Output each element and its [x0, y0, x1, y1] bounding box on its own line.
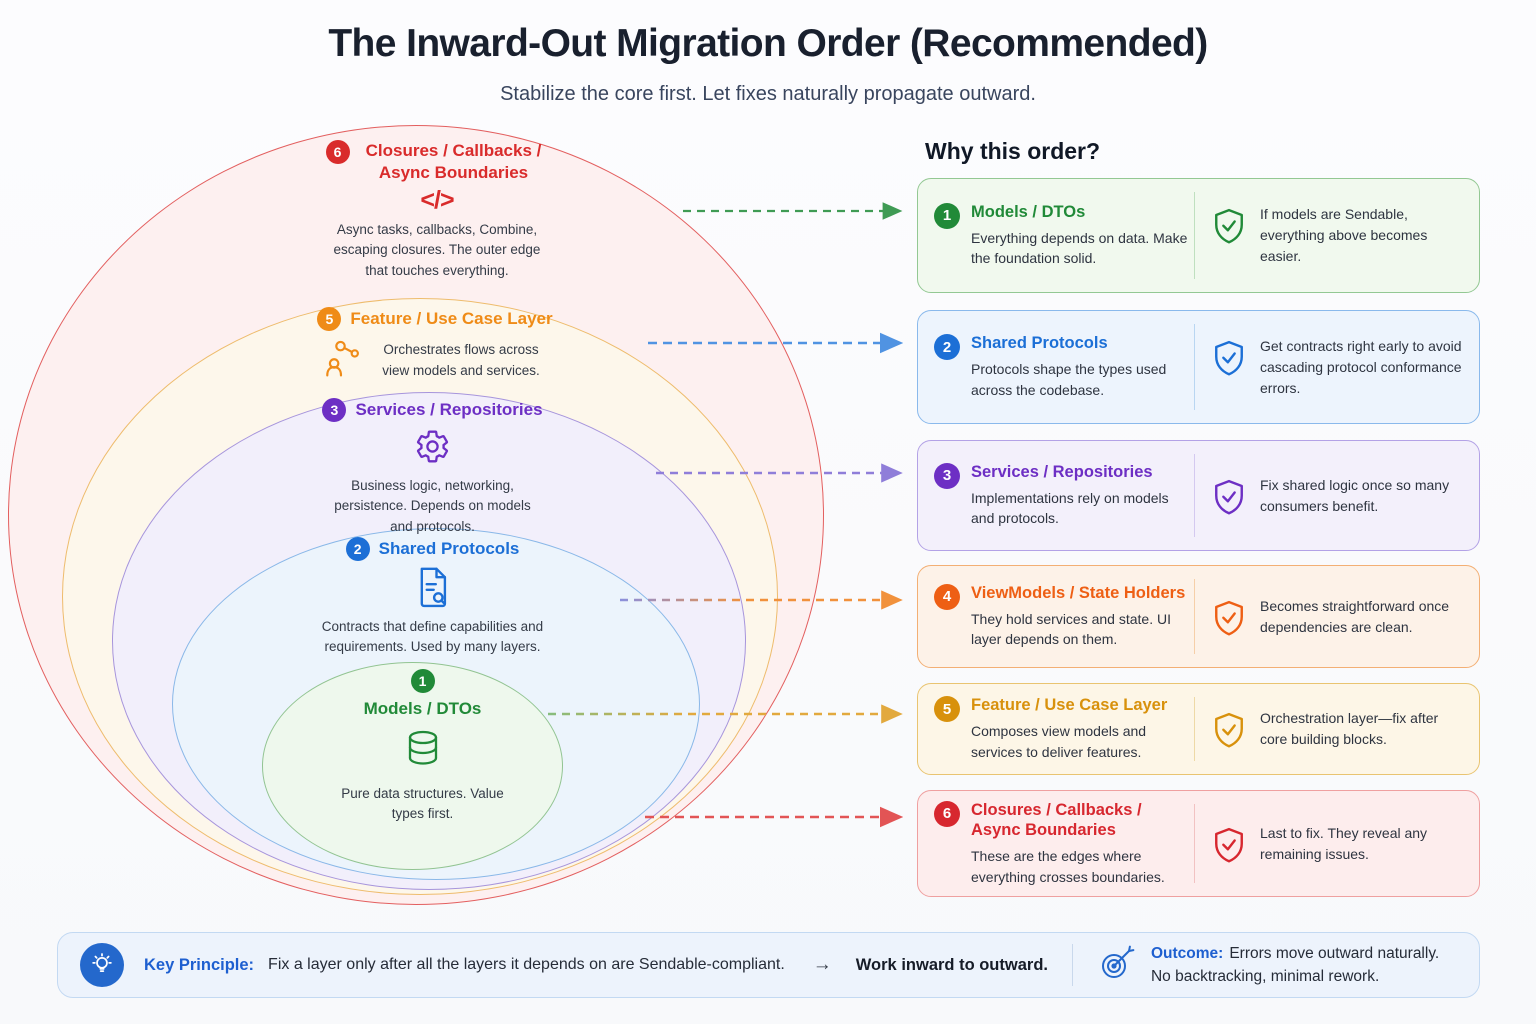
- ring-label-protocols: 2 Shared Protocols Contracts that define…: [305, 537, 560, 658]
- card-benefit: Becomes straightforward once dependencie…: [1260, 597, 1450, 635]
- step-badge: 6: [934, 800, 960, 827]
- card-title: ViewModels / State Holders: [971, 583, 1186, 602]
- page-subtitle: Stabilize the core first. Let fixes natu…: [500, 83, 1036, 105]
- step-badge-1: 1: [410, 669, 435, 693]
- ring-desc: Contracts that define capabilities and r…: [321, 619, 544, 655]
- key-principle-emphasis: Work inward to outward.: [855, 955, 1048, 974]
- step-badge-3: 3: [322, 398, 347, 422]
- ring-desc: Business logic, networking, persistence.…: [334, 478, 531, 534]
- step-badge: 3: [934, 462, 960, 489]
- card-title: Services / Repositories: [971, 462, 1153, 481]
- card-benefit: Last to fix. They reveal any remaining i…: [1260, 824, 1428, 862]
- card-divider: [1194, 579, 1195, 654]
- why-card-protocols: 2 Shared Protocols Protocols shape the t…: [917, 310, 1480, 424]
- card-benefit: If models are Sendable, everything above…: [1260, 206, 1428, 264]
- shield-check-icon: [1215, 827, 1243, 862]
- ring-label-services: 3 Services / Repositories Business logic…: [290, 398, 575, 537]
- right-arrow-glyph: →: [812, 954, 832, 975]
- card-desc: These are the edges where everything cro…: [971, 847, 1165, 885]
- database-icon: [401, 729, 445, 774]
- step-badge: 2: [934, 334, 960, 361]
- shield-check-icon: [1215, 208, 1243, 244]
- ring-label-closures: 6 Closures / Callbacks / Async Boundarie…: [277, 140, 597, 281]
- card-divider: [1194, 804, 1195, 883]
- card-title: Closures / Callbacks / Async Boundaries: [971, 800, 1142, 840]
- step-badge: 4: [934, 583, 960, 610]
- ring-title: Closures / Callbacks / Async Boundaries: [365, 141, 542, 183]
- ring-title: Shared Protocols: [378, 538, 520, 558]
- target-icon: [1097, 943, 1137, 988]
- card-title: Shared Protocols: [971, 334, 1108, 353]
- gear-icon: [414, 428, 451, 470]
- card-benefit: Fix shared logic once so many consumers …: [1260, 476, 1450, 514]
- card-benefit: Get contracts right early to avoid casca…: [1260, 337, 1462, 396]
- lightbulb-icon: [80, 943, 124, 987]
- card-divider: [1194, 324, 1195, 410]
- shield-check-icon: [1215, 479, 1243, 514]
- ring-title: Feature / Use Case Layer: [350, 308, 553, 328]
- shield-check-icon: [1215, 340, 1243, 375]
- why-card-services: 3 Services / Repositories Implementation…: [917, 440, 1480, 551]
- ring-label-feature: 5 Feature / Use Case Layer Orchestrates …: [280, 307, 590, 383]
- footer-divider: [1071, 944, 1073, 986]
- step-badge: 5: [934, 696, 960, 723]
- step-badge-2: 2: [345, 537, 370, 561]
- card-desc: Composes view models and services to del…: [971, 723, 1147, 760]
- outcome-text-1: Errors move outward naturally.: [1229, 944, 1440, 962]
- outcome-text-2: No backtracking, minimal rework.: [1150, 968, 1380, 985]
- card-desc: Protocols shape the types used across th…: [971, 361, 1167, 398]
- step-badge-5: 5: [317, 307, 342, 331]
- ring-desc: Async tasks, callbacks, Combine, escapin…: [333, 222, 541, 278]
- why-card-closures: 6 Closures / Callbacks / Async Boundarie…: [917, 790, 1480, 897]
- shield-check-icon: [1215, 600, 1243, 635]
- ring-title: Services / Repositories: [355, 399, 543, 419]
- step-badge: 1: [934, 202, 960, 229]
- document-icon: [414, 566, 452, 613]
- card-title: Feature / Use Case Layer: [971, 696, 1168, 715]
- key-principle-label: Key Principle:: [144, 955, 255, 974]
- key-principle-text: Fix a layer only after all the layers it…: [268, 956, 785, 973]
- outcome-label: Outcome:: [1150, 944, 1224, 962]
- ring-desc: Pure data structures. Value types first.: [341, 786, 504, 822]
- card-divider: [1194, 192, 1195, 279]
- why-card-viewmodels: 4 ViewModels / State Holders They hold s…: [917, 565, 1480, 668]
- card-divider: [1194, 454, 1195, 537]
- why-card-feature: 5 Feature / Use Case Layer Composes view…: [917, 683, 1480, 775]
- key-principle-bar: Key Principle: Fix a layer only after al…: [57, 932, 1480, 998]
- people-flow-icon: [325, 338, 367, 383]
- card-benefit: Orchestration layer—fix after core build…: [1260, 710, 1439, 747]
- ring-models: [262, 662, 563, 870]
- ring-title: Models / DTOs: [363, 699, 482, 718]
- card-divider: [1194, 697, 1195, 761]
- ring-desc: Orchestrates flows across view models an…: [382, 342, 540, 378]
- shield-check-icon: [1215, 712, 1243, 748]
- card-desc: They hold services and state. UI layer d…: [971, 610, 1171, 648]
- panel-heading: Why this order?: [925, 138, 1101, 164]
- card-title: Models / DTOs: [971, 202, 1086, 221]
- card-desc: Implementations rely on models and proto…: [971, 489, 1169, 527]
- ring-label-models: 1 Models / DTOs Pure data structures. Va…: [330, 669, 515, 825]
- step-badge-6: 6: [325, 140, 350, 164]
- why-card-models: 1 Models / DTOs Everything depends on da…: [917, 178, 1480, 293]
- page-title: The Inward-Out Migration Order (Recommen…: [328, 22, 1208, 65]
- code-icon: </>: [420, 186, 454, 215]
- card-desc: Everything depends on data. Make the fou…: [971, 229, 1188, 267]
